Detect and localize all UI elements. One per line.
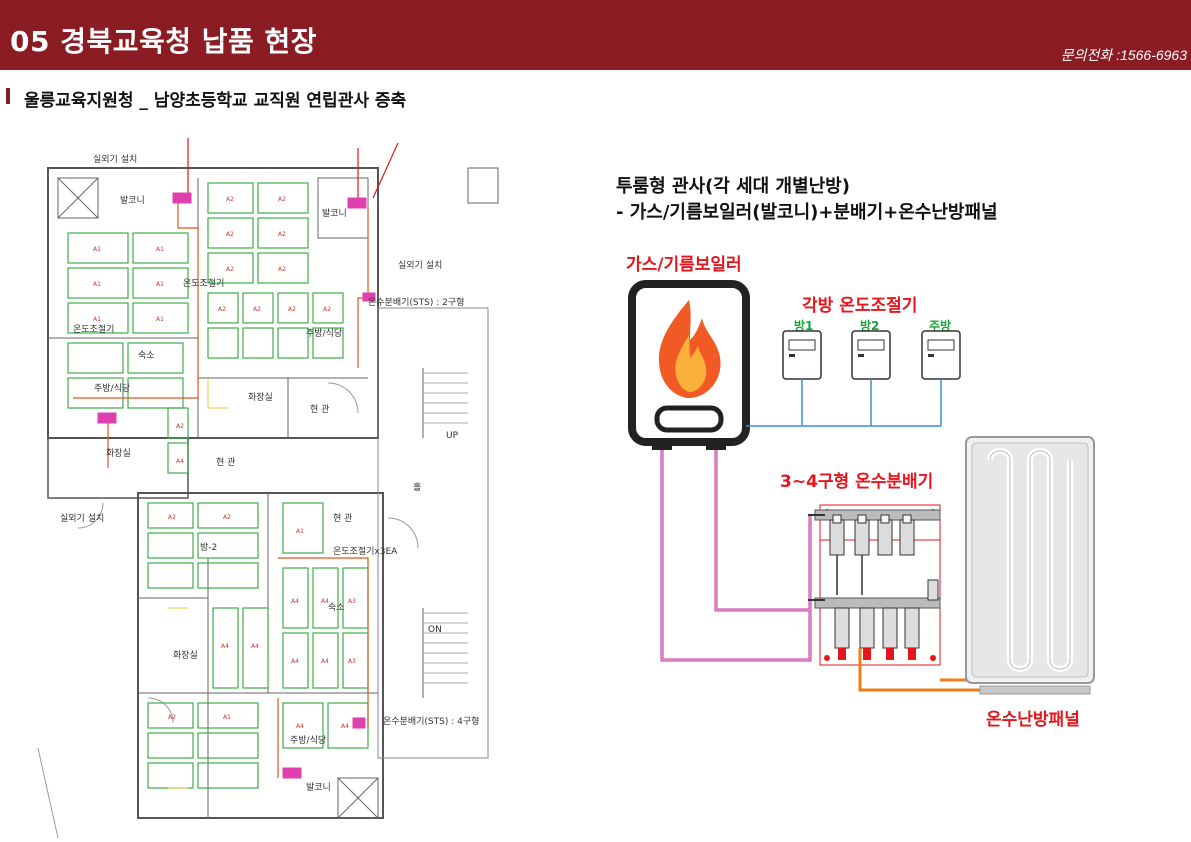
description-line-2: - 가스/기름보일러(발코니)+분배기+온수난방패널 [616,202,998,223]
svg-text:A3: A3 [348,598,356,605]
kitchen-label-2: 주방/식당 [94,383,130,394]
description-line-1: 투룸형 관사(각 세대 개별난방) [616,176,850,197]
room-label-1: 방1 [794,319,814,333]
bedroom-label-2: 숙소 [328,602,345,613]
boiler-label: 가스/기름보일러 [626,255,742,275]
svg-text:A2: A2 [223,514,231,521]
heating-panel-icon [965,436,1095,695]
svg-text:A1: A1 [296,528,304,535]
thermostat-label-3: 온도조절기x3EA [333,545,398,557]
distributor-label-2: 온수분배기(STS) : 4구형 [383,716,479,727]
outdoor-unit-label-3: 실외기 설치 [60,512,104,524]
balcony-label-1: 발코니 [120,195,145,206]
svg-text:A1: A1 [223,714,231,721]
svg-text:A1: A1 [156,246,164,253]
section-subtitle: 울릉교육지원청 _ 남양초등학교 교직원 연립관사 증축 [24,91,407,111]
room-label-kitchen: 주방 [929,319,952,333]
svg-text:A4: A4 [321,658,329,665]
thermostat-label-1: 온도조절기 [183,277,224,289]
svg-text:A2: A2 [253,306,261,313]
thermostat-icon-2 [851,330,891,380]
page-title: 05 경북교육청 납품 현장 [10,25,318,58]
subtitle-marker [6,88,10,104]
svg-text:A2: A2 [168,514,176,521]
kitchen-label-3: 주방/식당 [290,735,326,746]
svg-text:A2: A2 [278,266,286,273]
svg-text:A2: A2 [323,306,331,313]
kitchen-label-1: 주방/식당 [306,328,342,339]
svg-text:A2: A2 [288,306,296,313]
svg-text:A2: A2 [176,423,184,430]
svg-text:A2: A2 [218,306,226,313]
svg-text:A4: A4 [291,598,299,605]
header-bar: 05 경북교육청 납품 현장 문의전화 :1566-6963 [0,0,1191,70]
svg-text:A1: A1 [93,246,101,253]
svg-text:A1: A1 [156,316,164,323]
svg-text:A2: A2 [226,231,234,238]
svg-text:A4: A4 [176,458,184,465]
heating-schematic [628,280,1095,695]
panel-label: 온수난방패널 [986,710,1080,730]
thermostat-label: 각방 온도조절기 [802,296,918,316]
entrance-label-3: 현 관 [333,513,352,524]
svg-text:A4: A4 [296,723,304,730]
balcony-label-3: 발코니 [306,782,331,793]
thermostat-icon-1 [782,330,822,380]
stair-on-label: ON [428,625,442,635]
distributor-label: 3~4구형 온수분배기 [780,472,934,492]
svg-text:A4: A4 [321,598,329,605]
entrance-label-1: 현 관 [310,404,329,415]
bathroom-label-2: 화장실 [106,448,131,459]
balcony-label-2: 발코니 [322,208,347,219]
svg-text:A4: A4 [221,643,229,650]
outdoor-unit-label-2: 실외기 설치 [398,259,442,271]
svg-text:A2: A2 [278,231,286,238]
svg-text:A4: A4 [291,658,299,665]
svg-text:A1: A1 [93,281,101,288]
svg-text:A3: A3 [348,658,356,665]
bathroom-label-1: 화장실 [248,392,273,403]
outdoor-unit-label-1: 실외기 설치 [93,153,137,165]
room-label-2: 방2 [860,319,880,333]
boiler-icon [628,280,750,450]
svg-text:A2: A2 [226,266,234,273]
hall-label: 홀 [413,481,421,493]
entrance-label-2: 현 관 [216,457,235,468]
room-label-2: 방-2 [200,542,217,553]
stair-up-label: UP [446,431,459,441]
svg-text:A2: A2 [168,714,176,721]
svg-text:A1: A1 [93,316,101,323]
thermostat-label-2: 온도조절기 [73,323,114,335]
contact-phone: 문의전화 :1566-6963 [1060,47,1187,63]
svg-text:A1: A1 [156,281,164,288]
distributor-label-1: 온수분배기(STS) : 2구형 [368,297,464,308]
thermostat-icon-3 [921,330,961,380]
bedroom-label-1: 숙소 [138,350,155,361]
svg-text:A2: A2 [226,196,234,203]
bathroom-label-3: 화장실 [173,650,198,661]
svg-text:A4: A4 [341,723,349,730]
svg-text:A2: A2 [278,196,286,203]
svg-text:A4: A4 [251,643,259,650]
